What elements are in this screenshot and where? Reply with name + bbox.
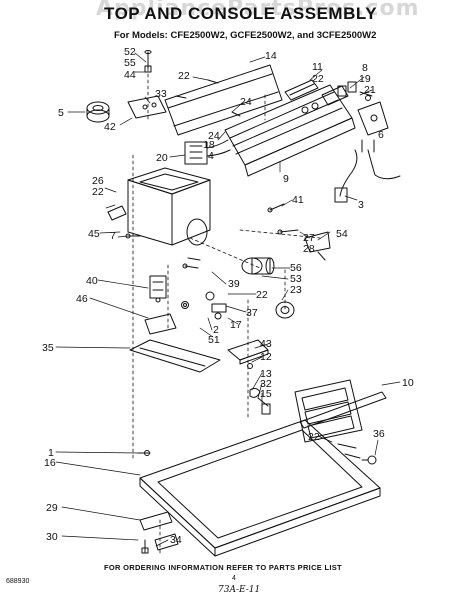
callout-21: 21 (364, 84, 376, 96)
callout-22-b: 22 (312, 73, 324, 85)
small-parts-37 (205, 291, 227, 320)
callout-55: 55 (124, 57, 136, 69)
top-panel-16 (139, 391, 387, 557)
callout-32: 32 (260, 378, 272, 390)
callout-3: 3 (358, 199, 364, 211)
bracket-6 (357, 101, 389, 136)
screw-52 (144, 50, 152, 73)
model-list: For Models: CFE2500W2, GCFE2500W2, and 3… (114, 30, 377, 41)
screw-39 (182, 257, 201, 269)
screw-41 (267, 203, 285, 213)
screw-22-top (175, 79, 241, 117)
ordering-note: FOR ORDERING INFORMATION REFER TO PARTS … (104, 563, 342, 572)
callout-52: 52 (124, 46, 136, 58)
callout-6: 6 (378, 129, 384, 141)
hardware-13 (247, 363, 271, 415)
handwritten-note: 73A-E-11 (218, 585, 261, 595)
callout-53: 53 (290, 273, 302, 285)
bracket-54 (304, 231, 331, 261)
watermark: AppliancePartsPros.com (96, 0, 420, 21)
washer-51 (181, 301, 189, 309)
switch-40 (149, 275, 167, 303)
callout-26: 26 (92, 175, 104, 187)
callout-4: 4 (208, 150, 214, 162)
callout-labels: 52 55 44 33 22 14 11 22 8 19 21 5 42 24 … (42, 46, 414, 546)
page-number: 4 (232, 575, 236, 582)
callout-23: 23 (290, 284, 302, 296)
power-cord-3 (334, 139, 401, 203)
knob-23 (275, 301, 295, 319)
panel-14 (164, 64, 283, 136)
callout-29: 29 (46, 502, 58, 514)
callout-43: 43 (260, 338, 272, 350)
switch-group-8 (337, 81, 373, 101)
callout-2: 2 (213, 324, 219, 336)
console-9 (224, 84, 356, 177)
screw-30 (141, 539, 149, 554)
document-code: 688930 (6, 578, 30, 585)
callout-18: 18 (203, 139, 215, 151)
screw-1 (137, 450, 151, 456)
bracket-29 (139, 511, 173, 531)
housing-26 (127, 167, 211, 246)
bracket-35 (129, 339, 221, 373)
callout-7: 7 (110, 230, 116, 242)
callout-14: 14 (265, 50, 277, 62)
callout-22-c: 22 (92, 186, 104, 198)
callout-24-b: 24 (208, 130, 220, 142)
callout-12: 12 (260, 351, 272, 363)
callout-10: 10 (402, 377, 414, 389)
wire-harness-20 (184, 139, 231, 165)
callout-30: 30 (46, 531, 58, 543)
callout-54: 54 (336, 228, 348, 240)
timer-56 (241, 257, 275, 275)
callout-33: 33 (155, 88, 167, 100)
callout-22: 22 (178, 70, 190, 82)
callout-5: 5 (58, 107, 64, 119)
callout-51: 51 (208, 334, 220, 346)
plate-46 (144, 313, 177, 335)
callout-17: 17 (230, 319, 242, 331)
callout-35: 35 (42, 342, 54, 354)
callout-8: 8 (362, 62, 368, 74)
callout-16: 16 (44, 457, 56, 469)
bracket-33 (127, 95, 167, 119)
callout-11: 11 (312, 61, 323, 73)
callout-19: 19 (359, 73, 371, 85)
pad-43 (227, 339, 269, 365)
callout-37: 37 (246, 307, 258, 319)
callout-42: 42 (104, 121, 116, 133)
knob-5 (86, 101, 110, 123)
callout-20: 20 (156, 152, 168, 164)
callout-39: 39 (228, 278, 240, 290)
callout-41: 41 (292, 194, 304, 206)
callout-13: 13 (260, 368, 272, 380)
callout-46: 46 (76, 293, 88, 305)
screw-36 (337, 443, 377, 465)
callout-15: 15 (260, 388, 272, 400)
screw-27 (277, 229, 299, 235)
clip-45 (107, 205, 127, 221)
callout-45: 45 (88, 228, 100, 240)
callout-9: 9 (283, 173, 289, 185)
callout-24-a: 24 (240, 96, 252, 108)
callout-44: 44 (124, 69, 136, 81)
clip-34 (154, 533, 179, 551)
callout-56: 56 (290, 262, 302, 274)
callout-28: 28 (303, 243, 315, 255)
callout-40: 40 (86, 275, 98, 287)
callout-36: 36 (373, 428, 385, 440)
page-title: TOP AND CONSOLE ASSEMBLY (104, 4, 378, 23)
callout-34: 34 (170, 534, 182, 546)
callout-22-d: 22 (256, 289, 268, 301)
callout-22-e: 22 (308, 431, 320, 443)
screw-7 (125, 233, 141, 239)
switch-11 (284, 79, 319, 101)
callout-1: 1 (48, 447, 54, 459)
callout-27: 27 (303, 232, 315, 244)
